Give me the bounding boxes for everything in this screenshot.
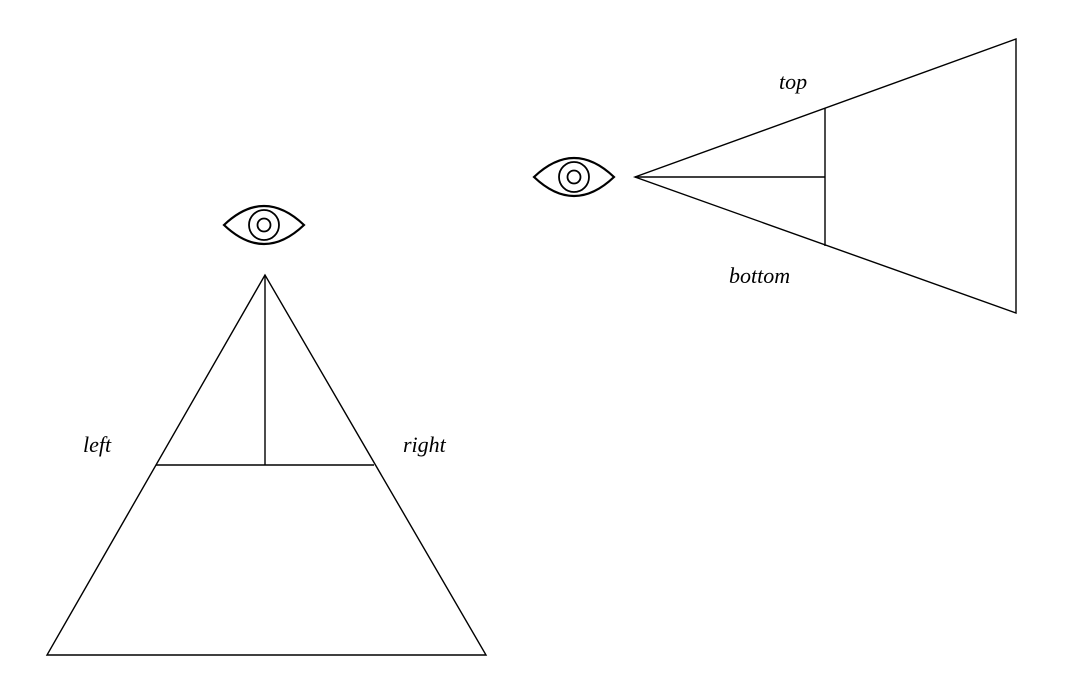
horizontal-view: top bottom	[532, 38, 1017, 314]
label-top: top	[779, 69, 807, 94]
label-left: left	[83, 432, 112, 457]
vertical-view: left right	[45, 205, 488, 656]
label-bottom: bottom	[729, 263, 790, 288]
eye-icon	[532, 157, 616, 197]
eye-icon	[222, 205, 306, 245]
label-right: right	[403, 432, 447, 457]
